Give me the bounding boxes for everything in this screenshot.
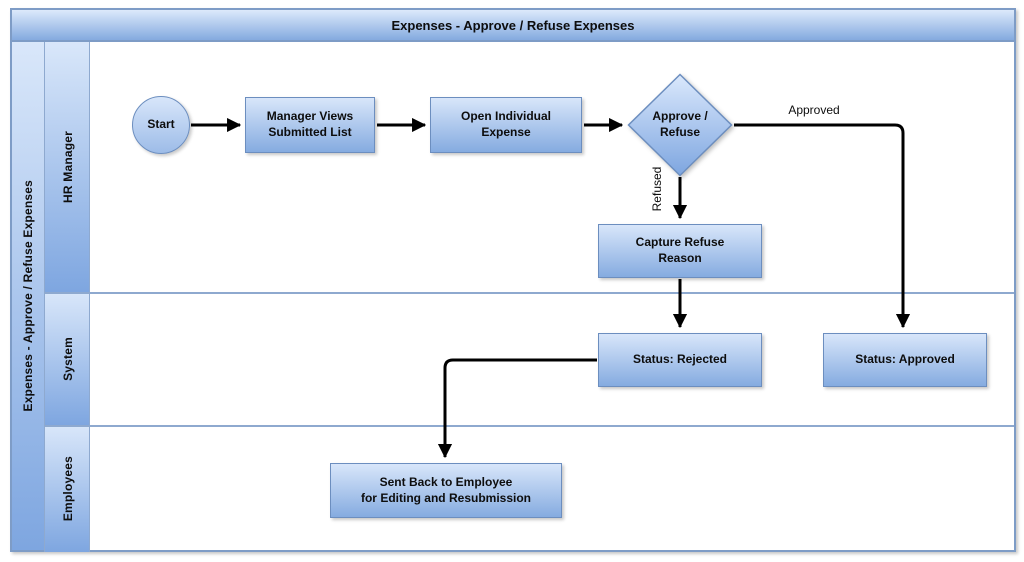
node-sent-back-to-employee: Sent Back to Employee for Editing and Re… — [330, 463, 562, 518]
lane-label-hr-manager: HR Manager — [44, 42, 90, 292]
node-open-individual-expense: Open Individual Expense — [430, 97, 582, 153]
node-capture-refuse-reason: Capture Refuse Reason — [598, 224, 762, 278]
pool-title: Expenses - Approve / Refuse Expenses — [10, 8, 1016, 42]
pool-label: Expenses - Approve / Refuse Expenses — [21, 180, 35, 412]
lane-label-text: HR Manager — [60, 130, 75, 203]
node-approve-refuse-decision: Approve / Refuse — [627, 73, 733, 177]
node-start: Start — [132, 96, 190, 154]
pool-label-column: Expenses - Approve / Refuse Expenses — [12, 42, 44, 550]
lane-label-employees: Employees — [44, 425, 90, 552]
node-status-rejected: Status: Rejected — [598, 333, 762, 387]
node-status-approved: Status: Approved — [823, 333, 987, 387]
lane-separator-2 — [44, 425, 1014, 427]
decision-label: Approve / Refuse — [652, 109, 708, 139]
lane-label-text: Employees — [60, 455, 75, 522]
lane-label-system: System — [44, 292, 90, 425]
lane-separator-1 — [44, 292, 1014, 294]
lane-label-divider — [88, 42, 90, 552]
edge-label-approved: Approved — [788, 103, 840, 117]
lane-label-text: System — [60, 336, 75, 381]
decision-diamond-shape — [627, 73, 733, 177]
node-manager-views-submitted-list: Manager Views Submitted List — [245, 97, 375, 153]
